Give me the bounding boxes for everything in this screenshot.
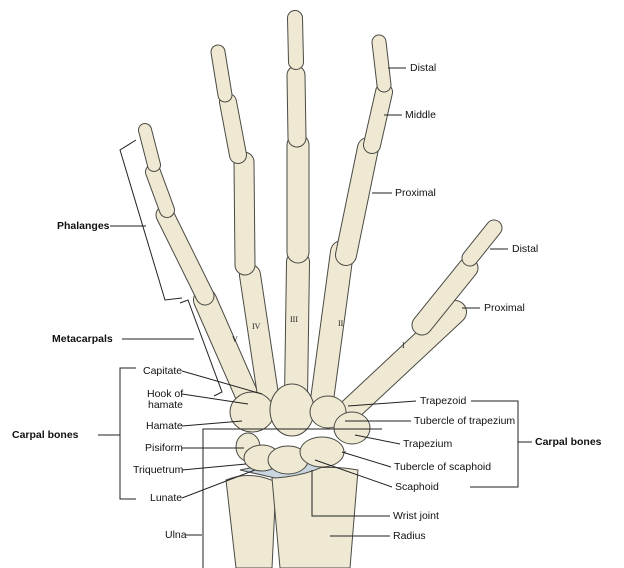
metacarpal-ii-bone	[311, 241, 353, 411]
distal-phalanx-index-bone	[372, 35, 391, 92]
label-metacarpals: Metacarpals	[52, 333, 113, 345]
label-phalanges: Phalanges	[57, 220, 110, 232]
label-distal-phalanx: Distal	[410, 62, 437, 74]
distal-phalanx-little-bone	[139, 124, 160, 171]
metacarpal-iii-bone	[285, 251, 309, 409]
label-hook-of-hamate-line1: Hook of	[147, 388, 184, 400]
label-carpal-bones-left: Carpal bones	[12, 429, 79, 441]
label-carpal-bones-right: Carpal bones	[535, 436, 602, 448]
label-thumb-proximal: Proximal	[484, 302, 525, 314]
ulna-bone	[225, 475, 277, 568]
middle-phalanx-middle-bone	[287, 66, 306, 147]
label-wrist-joint: Wrist joint	[393, 510, 439, 522]
label-hook-of-hamate-line2: hamate	[148, 399, 184, 411]
distal-phalanx-ring-bone	[211, 45, 232, 102]
metacarpal-v-bone	[194, 289, 259, 409]
label-proximal-phalanx: Proximal	[395, 187, 436, 199]
label-thumb-distal: Distal	[512, 243, 539, 255]
label-trapezoid: Trapezoid	[420, 395, 467, 407]
proximal-phalanx-thumb-bone	[412, 258, 478, 335]
metacarpal-i-bone	[339, 301, 466, 421]
label-middle-phalanx: Middle	[405, 109, 436, 121]
scaphoid-bone	[299, 436, 345, 468]
label-hamate: Hamate	[146, 420, 183, 432]
numeral-metacarpal-ii: II	[338, 319, 344, 328]
distal-phalanx-thumb-bone	[462, 220, 502, 266]
label-tubercle-of-scaphoid: Tubercle of scaphoid	[394, 461, 492, 473]
proximal-phalanx-ring-bone	[234, 152, 255, 275]
numeral-metacarpal-iv: IV	[252, 322, 261, 331]
numeral-metacarpal-iii: III	[290, 315, 298, 324]
label-ulna: Ulna	[165, 529, 187, 541]
middle-phalanx-little-bone	[146, 165, 174, 217]
label-scaphoid: Scaphoid	[395, 481, 439, 493]
numeral-metacarpal-i: I	[402, 341, 405, 350]
distal-phalanx-middle-bone	[288, 11, 303, 69]
label-trapezium: Trapezium	[403, 438, 453, 450]
middle-phalanx-ring-bone	[220, 94, 246, 163]
proximal-phalanx-little-bone	[156, 206, 214, 305]
label-tubercle-of-trapezium: Tubercle of trapezium	[414, 415, 516, 427]
metacarpal-iv-bone	[240, 265, 278, 405]
label-lunate: Lunate	[150, 492, 183, 504]
middle-phalanx-index-bone	[364, 84, 392, 153]
label-capitate: Capitate	[143, 365, 183, 377]
label-pisiform: Pisiform	[145, 442, 183, 454]
proximal-phalanx-index-bone	[336, 138, 378, 265]
numeral-metacarpal-v: V	[232, 335, 238, 344]
label-radius: Radius	[393, 530, 426, 542]
label-triquetrum: Triquetrum	[133, 464, 184, 476]
